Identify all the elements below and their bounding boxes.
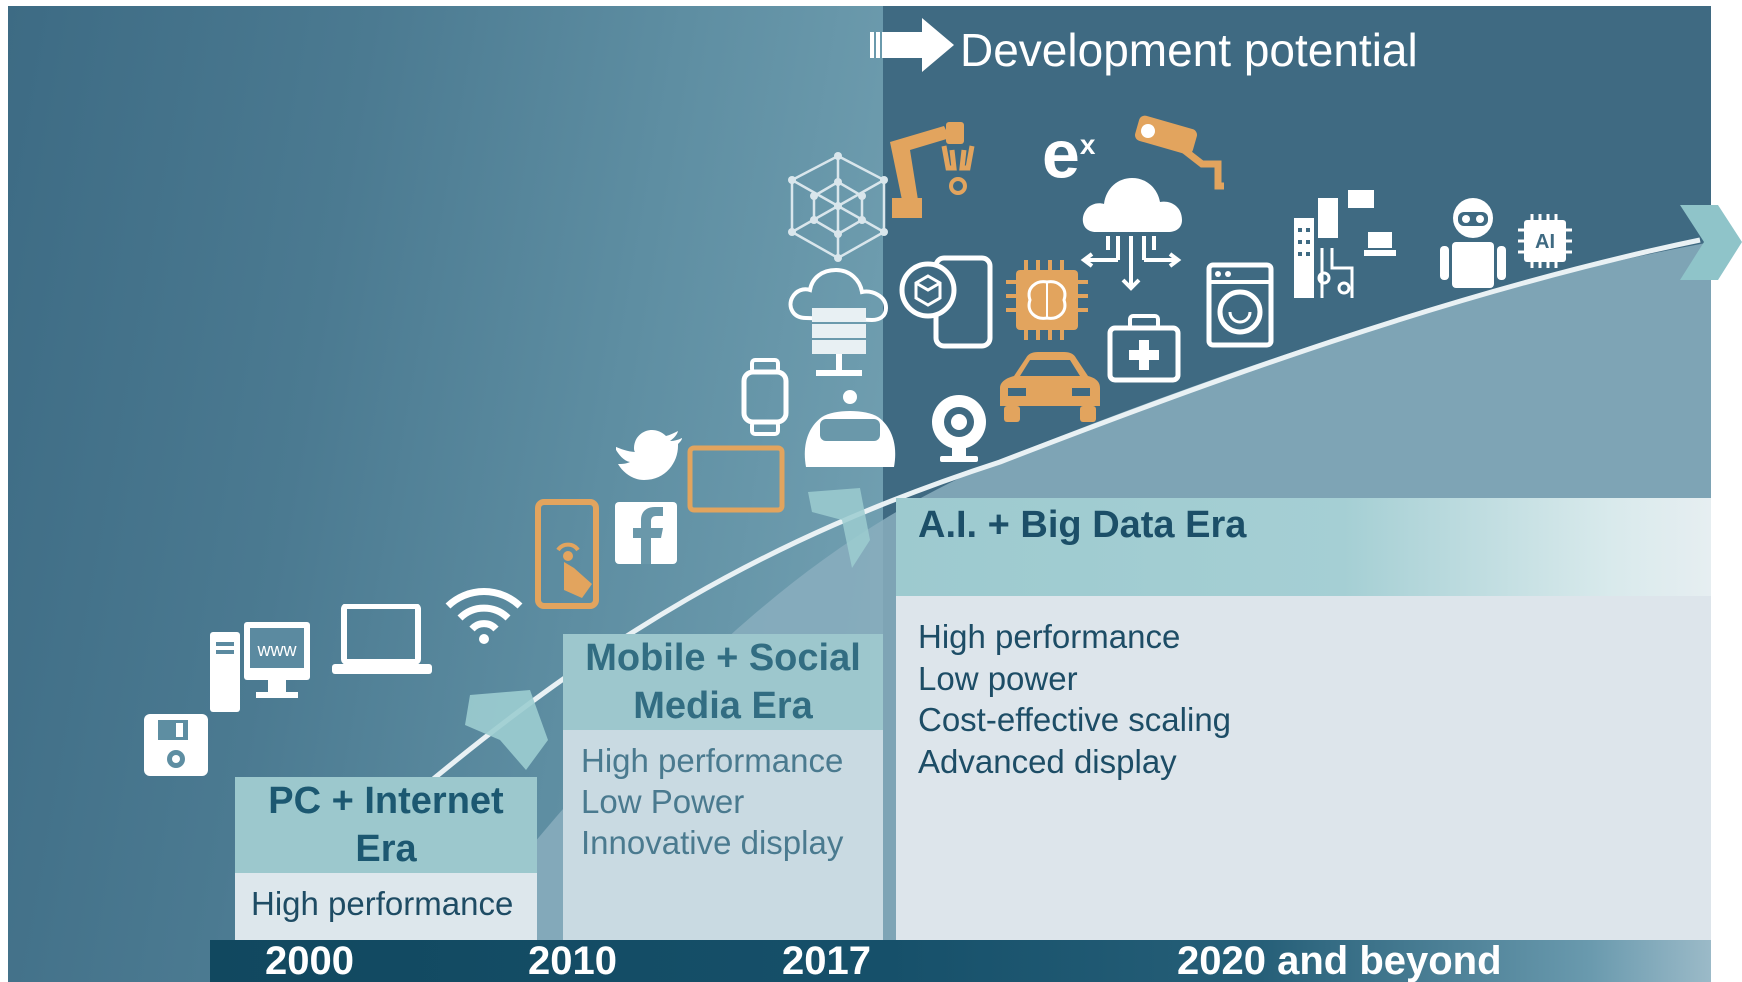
chevron-2000 [465, 690, 548, 770]
feature-item: Innovative display [581, 824, 844, 861]
feature-item: Cost-effective scaling [918, 701, 1232, 738]
timeline-bar [210, 940, 1711, 982]
chevron-2010 [808, 488, 870, 568]
robot-arm-icon [890, 122, 975, 218]
development-potential-title: Development potential [960, 24, 1418, 76]
timeline-label-2000: 2000 [265, 939, 354, 982]
feature-item: High performance [581, 742, 844, 779]
self-driving-car-icon [804, 390, 896, 467]
timeline-label-2010: 2010 [528, 939, 617, 982]
cloud-server-icon [788, 267, 889, 376]
ai-bigdata-era-title: A.I. + Big Data Era [896, 498, 1711, 596]
timeline-label-2017: 2017 [782, 939, 871, 982]
brain-chip-icon [1006, 260, 1088, 340]
washing-machine-icon [1206, 262, 1274, 348]
mobile-social-era-title: Mobile + Social Media Era [563, 634, 883, 730]
tablet-icon [687, 445, 785, 513]
feature-item: Advanced display [918, 742, 1177, 780]
www-label: www [257, 640, 298, 660]
ex-sup: x [1079, 129, 1096, 160]
feature-item: High performance [251, 885, 514, 922]
facebook-icon [615, 502, 677, 564]
touch-phone-icon [535, 499, 599, 609]
feature-item: Low Power [581, 783, 745, 820]
smart-city-icon [1294, 190, 1396, 298]
ai-chip-label: AI [1535, 231, 1555, 253]
ai-chip-icon: AI [1518, 214, 1572, 268]
feature-item: Low power [918, 659, 1078, 697]
cloud-network-icon [1080, 178, 1182, 291]
security-camera-icon [1135, 115, 1224, 190]
desktop-computer-icon: www [210, 622, 310, 712]
car-icon [1000, 352, 1100, 422]
mobile-ar-icon [899, 255, 993, 349]
feature-item: High performance [918, 618, 1181, 655]
curve-arrowhead [1680, 205, 1742, 280]
exponential-icon: ex [1042, 110, 1095, 190]
ai-bigdata-era-features: High performance Low power Cost-effectiv… [896, 596, 1711, 982]
timeline-label-2020-beyond: 2020 and beyond [1177, 939, 1502, 982]
arrow-right-icon [870, 18, 954, 72]
twitter-bird-icon [616, 430, 682, 480]
smartwatch-icon [741, 358, 789, 436]
laptop-icon [332, 604, 432, 674]
pc-internet-era-title: PC + Internet Era [235, 777, 537, 873]
wifi-icon [445, 588, 523, 644]
webcam-icon [932, 395, 986, 462]
ex-label: e [1042, 116, 1080, 193]
network-cube-icon [788, 152, 888, 262]
robot-icon [1440, 198, 1506, 288]
floppy-disk-icon [144, 714, 208, 776]
first-aid-kit-icon [1107, 314, 1181, 383]
